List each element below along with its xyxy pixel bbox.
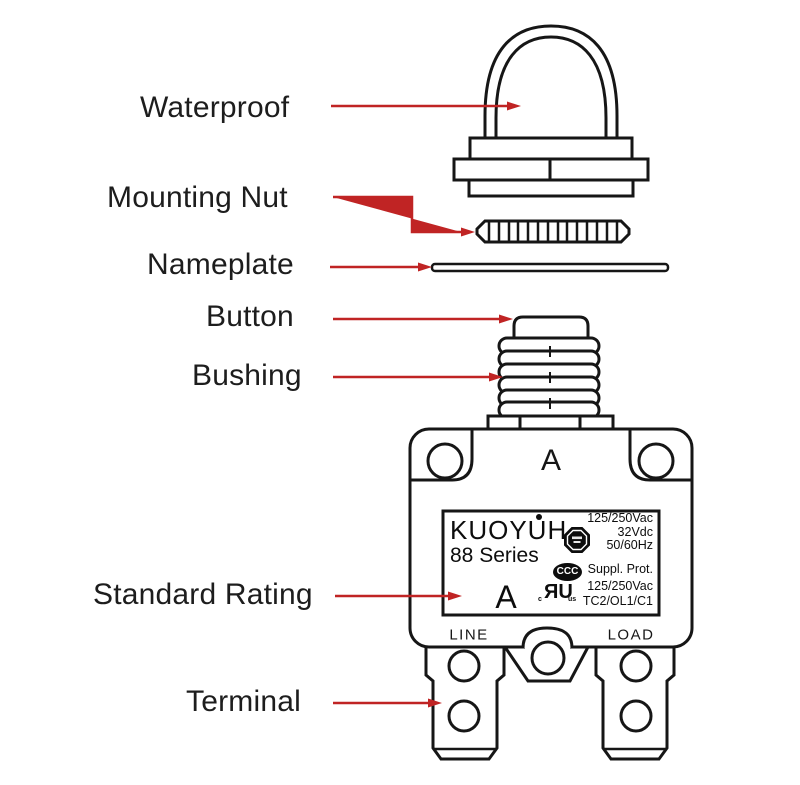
cap-flange-bottom <box>467 178 635 198</box>
load-label: LOAD <box>607 626 655 644</box>
plate-brand: KUOYUH <box>450 515 568 545</box>
callout-terminal: Terminal <box>186 685 301 718</box>
cap-flange-top <box>468 136 634 161</box>
ul-recognized-icon: ЯU c us <box>538 581 576 604</box>
mounting-nut-arrow <box>333 195 461 234</box>
rivet-hole-left <box>426 442 464 480</box>
standard-rating-arrowhead <box>448 591 462 601</box>
bushing-collar <box>486 414 615 431</box>
plate-approval-rating: TC2/OL1/C1 <box>582 594 653 608</box>
breaker-body <box>408 427 694 649</box>
button-shape <box>512 315 590 344</box>
callout-bushing: Bushing <box>192 359 302 392</box>
terminal-hole <box>619 699 653 733</box>
ccc-mark-icon: CCC <box>553 563 582 581</box>
cap-inner-dome <box>494 35 608 143</box>
tab-sides <box>503 646 590 683</box>
terminal-right-outline <box>594 647 676 761</box>
plate-electrical-ratings: 125/250Vac 32Vdc 50/60Hz <box>587 511 653 553</box>
rating-plate-border <box>441 509 661 617</box>
ul-letters: ЯU <box>544 581 573 603</box>
bushing-threads <box>497 336 601 420</box>
cap-outer-dome <box>483 24 619 145</box>
callout-waterproof: Waterproof <box>140 91 290 124</box>
button-arrowhead <box>499 314 513 324</box>
terminal-hole <box>619 649 653 683</box>
collar-dividers <box>518 416 582 429</box>
nameplate-shape <box>430 262 670 273</box>
terminal-hole <box>447 699 481 733</box>
rivet-hole-right <box>637 442 675 480</box>
waterproof-cap <box>452 24 650 198</box>
rating-line: 50/60Hz <box>606 538 653 552</box>
terminal-left <box>424 647 506 761</box>
callout-mounting-nut: Mounting Nut <box>107 181 288 214</box>
nut-outline <box>475 219 631 244</box>
waterproof-arrowhead <box>507 101 521 111</box>
line-label: LINE <box>449 626 489 644</box>
hump-arc <box>521 626 574 649</box>
plate-series: 88 Series <box>450 544 539 567</box>
body-ear-left <box>411 430 474 482</box>
rating-line: 125/250Vac <box>587 511 653 525</box>
terminal-hole <box>447 649 481 683</box>
center-mount-tab <box>503 626 590 683</box>
ul-us-letters: us <box>568 596 577 603</box>
mount-hole <box>530 640 566 676</box>
body-top-marking: A <box>540 444 562 477</box>
mounting-nut-arrowhead <box>461 227 475 237</box>
rating-line: 32Vdc <box>617 524 653 539</box>
nameplate-arrowhead <box>418 262 432 272</box>
callout-standard-rating: Standard Rating <box>93 578 313 611</box>
terminal-arrowhead <box>428 698 442 708</box>
leader-arrows <box>330 101 521 708</box>
terminal-left-outline <box>424 647 506 761</box>
plate-approval-rating: 125/250Vac <box>587 579 653 593</box>
plate-current-marking: A <box>495 579 517 615</box>
callout-nameplate: Nameplate <box>147 248 294 281</box>
callout-button: Button <box>206 300 294 333</box>
mounting-nut <box>475 219 631 244</box>
terminal-right <box>594 647 676 761</box>
octagon-cert-icon <box>564 527 590 553</box>
collar-bar <box>486 414 615 431</box>
body-ear-right <box>628 430 691 482</box>
ul-c-letter: c <box>538 596 542 603</box>
plate-approval-text: Suppl. Prot. <box>587 562 653 576</box>
bushing-arrowhead <box>489 372 503 382</box>
nut-knurling <box>487 222 619 241</box>
registered-mark-dot-icon <box>536 514 542 520</box>
